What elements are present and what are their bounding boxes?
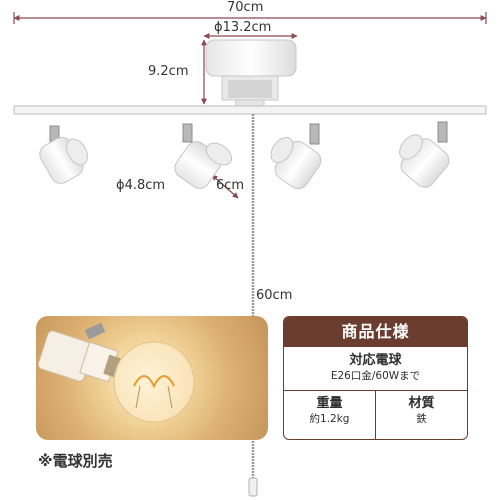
spec-bulb-label: 対応電球 bbox=[349, 353, 402, 368]
spec-header: 商品仕様 bbox=[284, 317, 467, 347]
canopy-diameter-label: ϕ13.2cm bbox=[214, 20, 272, 35]
spot-diameter-label: ϕ4.8cm bbox=[116, 178, 166, 193]
spec-material-label: 材質 bbox=[408, 396, 435, 411]
spotlight bbox=[174, 123, 233, 189]
spotlight bbox=[270, 123, 322, 190]
dimension-lines bbox=[13, 12, 487, 199]
spec-weight-cell: 重量 約1.2kg bbox=[284, 391, 376, 439]
spec-table: 商品仕様 対応電球 E26口金/60Wまで 重量 約1.2kg 材質 鉄 bbox=[283, 316, 468, 440]
width-label: 70cm bbox=[227, 0, 264, 15]
spot-length-label: 6cm bbox=[216, 178, 245, 193]
spotlight bbox=[39, 125, 88, 184]
spotlight bbox=[399, 121, 450, 188]
ceiling-canopy bbox=[205, 39, 297, 109]
spec-bulb-row: 対応電球 E26口金/60Wまで bbox=[284, 347, 467, 391]
spot-length-dimension-line bbox=[211, 174, 239, 199]
mounting-bar bbox=[13, 105, 487, 115]
spec-weight-value: 約1.2kg bbox=[309, 413, 350, 425]
spec-weight-material-row: 重量 約1.2kg 材質 鉄 bbox=[284, 391, 467, 439]
spec-material-value: 鉄 bbox=[416, 413, 427, 425]
cord-length-label: 60cm bbox=[256, 288, 293, 303]
canopy-height-label: 9.2cm bbox=[148, 64, 189, 79]
spec-bulb-value: E26口金/60Wまで bbox=[330, 370, 421, 382]
spec-material-cell: 材質 鉄 bbox=[376, 391, 467, 439]
bulb-photo bbox=[36, 316, 268, 440]
spec-weight-label: 重量 bbox=[316, 396, 343, 411]
bulb-sold-separately-note: ※電球別売 bbox=[38, 452, 113, 470]
pull-cord-handle[interactable] bbox=[248, 477, 258, 497]
